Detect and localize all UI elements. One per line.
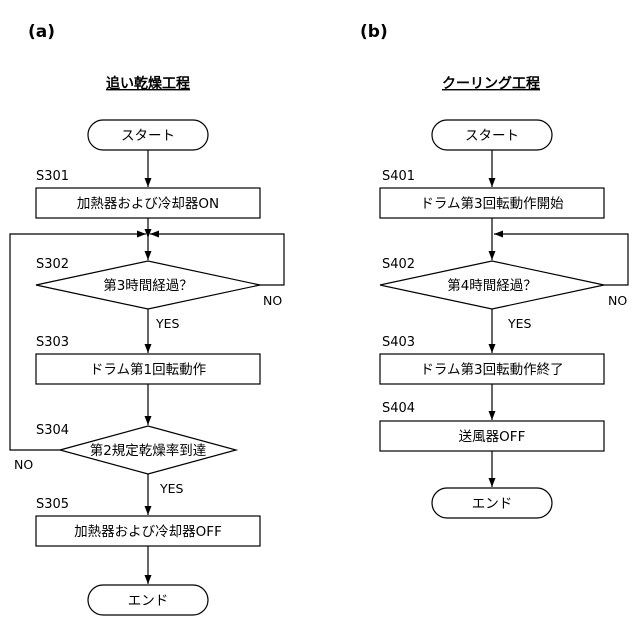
no-label-s302: NO xyxy=(263,293,282,308)
step-id-s402: S402 xyxy=(382,257,415,272)
yes-label-s302: YES xyxy=(155,316,180,331)
panel-b-title: クーリング工程 xyxy=(442,75,540,92)
end-label: エンド xyxy=(128,593,169,609)
step-id-s301: S301 xyxy=(36,169,69,184)
panel-a: (a) 追い乾燥工程 スタート S301 加熱器および冷却器ON S302 第3… xyxy=(10,22,284,615)
yes-label-s304: YES xyxy=(159,481,184,496)
panel-a-label: (a) xyxy=(28,22,55,42)
end-label: エンド xyxy=(472,496,513,512)
decision-label-s302: 第3時間経過？ xyxy=(103,277,193,294)
process-label-s305: 加熱器および冷却器OFF xyxy=(74,524,222,540)
process-label-s404: 送風器OFF xyxy=(459,429,526,445)
panel-b: (b) クーリング工程 スタート S401 ドラム第3回転動作開始 S402 第… xyxy=(360,22,628,518)
step-id-s305: S305 xyxy=(36,497,69,512)
process-label-s301: 加熱器および冷却器ON xyxy=(77,196,219,212)
step-id-s304: S304 xyxy=(36,423,69,438)
step-id-s403: S403 xyxy=(382,335,415,350)
start-label: スタート xyxy=(121,128,175,144)
decision-label-s402: 第4時間経過？ xyxy=(447,277,537,294)
panel-a-title: 追い乾燥工程 xyxy=(106,75,190,92)
process-label-s403: ドラム第3回転動作終了 xyxy=(420,361,563,378)
no-label-s402: NO xyxy=(608,293,627,308)
panel-b-label: (b) xyxy=(360,22,388,42)
no-label-s304: NO xyxy=(14,457,33,472)
step-id-s302: S302 xyxy=(36,257,69,272)
step-id-s303: S303 xyxy=(36,335,69,350)
yes-label-s402: YES xyxy=(507,316,532,331)
decision-label-s304: 第2規定乾燥率到達 xyxy=(90,442,207,459)
step-id-s401: S401 xyxy=(382,169,415,184)
step-id-s404: S404 xyxy=(382,401,415,416)
process-label-s401: ドラム第3回転動作開始 xyxy=(420,195,564,212)
start-label: スタート xyxy=(465,128,519,144)
process-label-s303: ドラム第1回転動作 xyxy=(90,361,206,378)
